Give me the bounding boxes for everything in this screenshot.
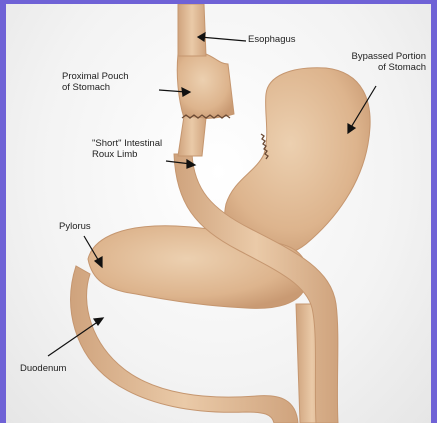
label-proximal-pouch: Proximal Pouch of Stomach	[62, 72, 129, 93]
label-pylorus: Pylorus	[59, 222, 91, 233]
diagram-panel: Esophagus Bypassed Portion of Stomach Pr…	[6, 4, 431, 423]
anastomosis-shape	[178, 116, 206, 156]
label-duodenum: Duodenum	[20, 364, 66, 375]
label-bypassed-stomach: Bypassed Portion of Stomach	[326, 52, 426, 73]
label-esophagus: Esophagus	[248, 35, 296, 46]
proximal-pouch-shape	[177, 54, 234, 119]
label-roux-limb: "Short" Intestinal Roux Limb	[92, 139, 162, 160]
esophagus-shape	[178, 4, 206, 56]
